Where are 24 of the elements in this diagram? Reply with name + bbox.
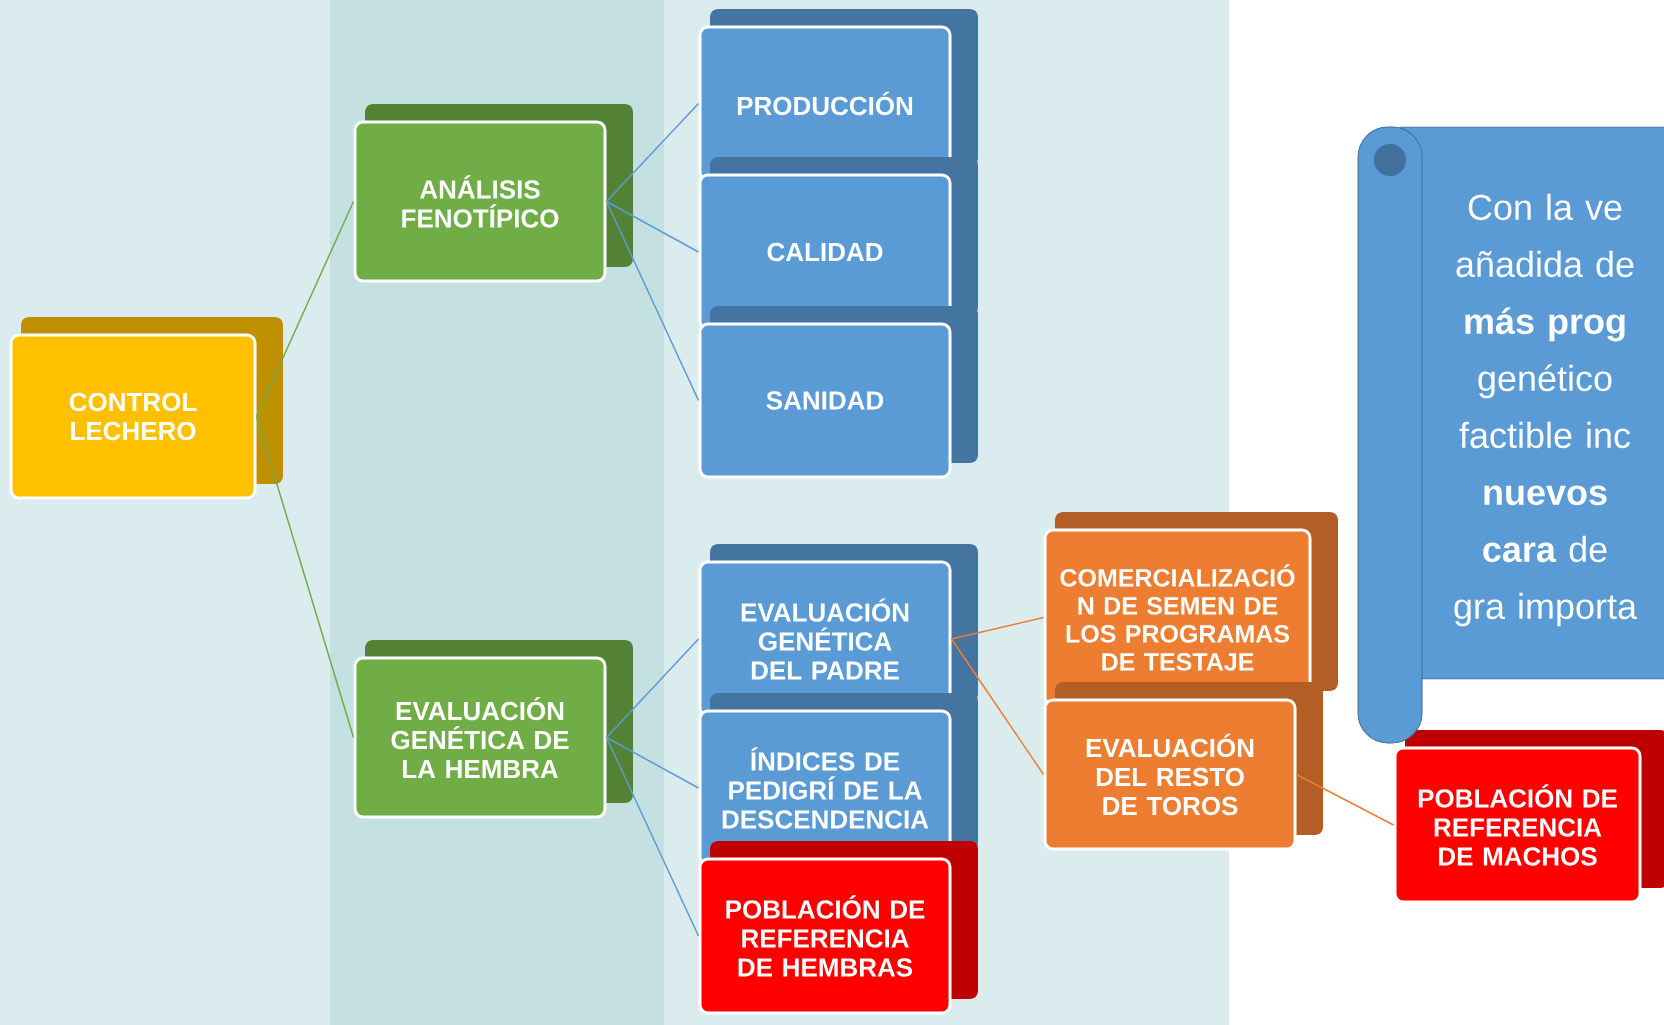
process-box: EVALUACIÓN GENÉTICA DE LA HEMBRA [353, 640, 633, 819]
process-box: COMERCIALIZACIÓ N DE SEMEN DE LOS PROGRAMAS DE TESTAJE [1043, 512, 1338, 707]
scroll-banner: Con la ve añadida de más prog genético factible inc nuevos cara de gra importa [1357, 126, 1664, 744]
process-box: POBLACIÓN DE REFERENCIA DE MACHOS [1393, 730, 1664, 904]
connector-line [605, 200, 700, 253]
process-box: PRODUCCIÓN [698, 9, 978, 182]
process-box: POBLACIÓN DE REFERENCIA DE HEMBRAS [698, 841, 978, 1015]
connector-line [605, 102, 700, 203]
process-box: CONTROL LECHERO [9, 317, 283, 500]
connector-line [950, 616, 1045, 640]
connector-line [255, 415, 355, 739]
process-box: ANÁLISIS FENOTÍPICO [353, 104, 633, 283]
process-box: CALIDAD [698, 157, 978, 331]
process-box: EVALUACIÓN DEL RESTO DE TOROS [1043, 682, 1323, 851]
connector-line [605, 736, 700, 937]
connector-line [605, 638, 700, 739]
process-box: SANIDAD [698, 306, 978, 479]
connector-line [605, 736, 700, 789]
connector-line [605, 200, 700, 402]
connector-line [255, 200, 355, 418]
connector-line [950, 638, 1045, 776]
process-box: EVALUACIÓN GENÉTICA DEL PADRE [698, 544, 978, 718]
connector-line [1295, 773, 1395, 826]
process-box: ÍNDICES DE PEDIGRÍ DE LA DESCENDENCIA [698, 693, 978, 867]
